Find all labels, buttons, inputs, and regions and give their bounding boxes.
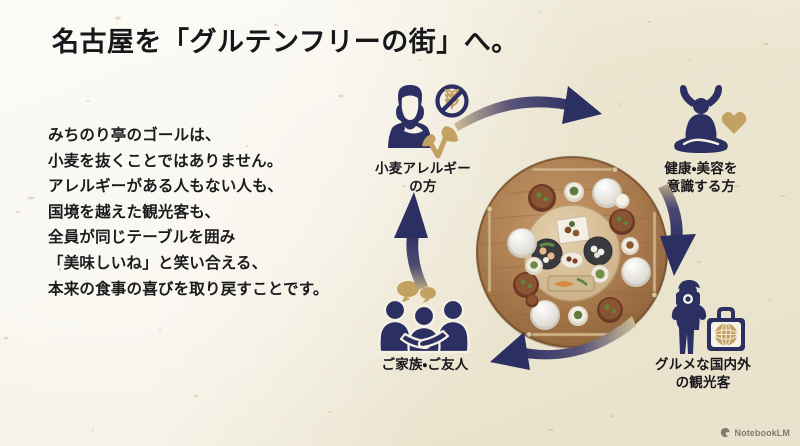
cycle-arrow-top <box>454 86 602 131</box>
body-copy-line: 「美味しいね」と笑い合える、 <box>48 254 268 272</box>
body-copy-line: 本来の食事の喜びを取り戻すことです。 <box>48 280 329 298</box>
cycle-node-family[interactable]: ご家族・ご友人 <box>350 278 500 374</box>
round-table-icon <box>475 155 669 349</box>
notebooklm-icon <box>720 427 730 438</box>
cycle-node-tourist[interactable]: グルメな国内外 の観光客 <box>628 278 778 391</box>
watermark: NotebookLM <box>720 427 791 438</box>
body-copy-line: 国境を越えた観光客も、 <box>48 203 221 221</box>
cycle-diagram: 小麦アレルギー の方 <box>350 72 800 422</box>
body-copy: みちのり亭のゴールは、 小麦を抜くことではありません。 アレルギーがある人もない… <box>48 123 329 302</box>
body-copy-line: 全員が同じテーブルを囲み <box>48 229 236 247</box>
cycle-arrow-right <box>658 184 696 276</box>
cycle-node-allergy[interactable]: 小麦アレルギー の方 <box>348 82 498 195</box>
page-title: 名古屋を「グルテンフリーの街」へ。 <box>52 27 519 57</box>
cycle-node-health-label: 健康・美容を 意識する方 <box>664 161 738 194</box>
body-copy-line: 小麦を抜くことではありません。 <box>48 152 283 170</box>
body-copy-line: アレルギーがある人もない人も、 <box>48 178 284 196</box>
tourist-camera-suitcase-icon <box>628 278 778 356</box>
cycle-node-allergy-label: 小麦アレルギー の方 <box>375 161 471 194</box>
watermark-label: NotebookLM <box>734 427 790 438</box>
cycle-arrow-left <box>394 192 428 290</box>
family-friends-talking-icon <box>350 278 500 356</box>
yoga-heart-icon <box>626 82 776 160</box>
cycle-node-tourist-label: グルメな国内外 の観光客 <box>655 357 751 390</box>
woman-no-wheat-leaf-icon <box>348 82 498 160</box>
body-copy-line: みちのり亭のゴールは、 <box>48 127 221 144</box>
cycle-node-family-label: ご家族・ご友人 <box>381 357 469 372</box>
cycle-node-health[interactable]: 健康・美容を 意識する方 <box>626 82 776 195</box>
cycle-arrow-bottom <box>490 316 636 370</box>
